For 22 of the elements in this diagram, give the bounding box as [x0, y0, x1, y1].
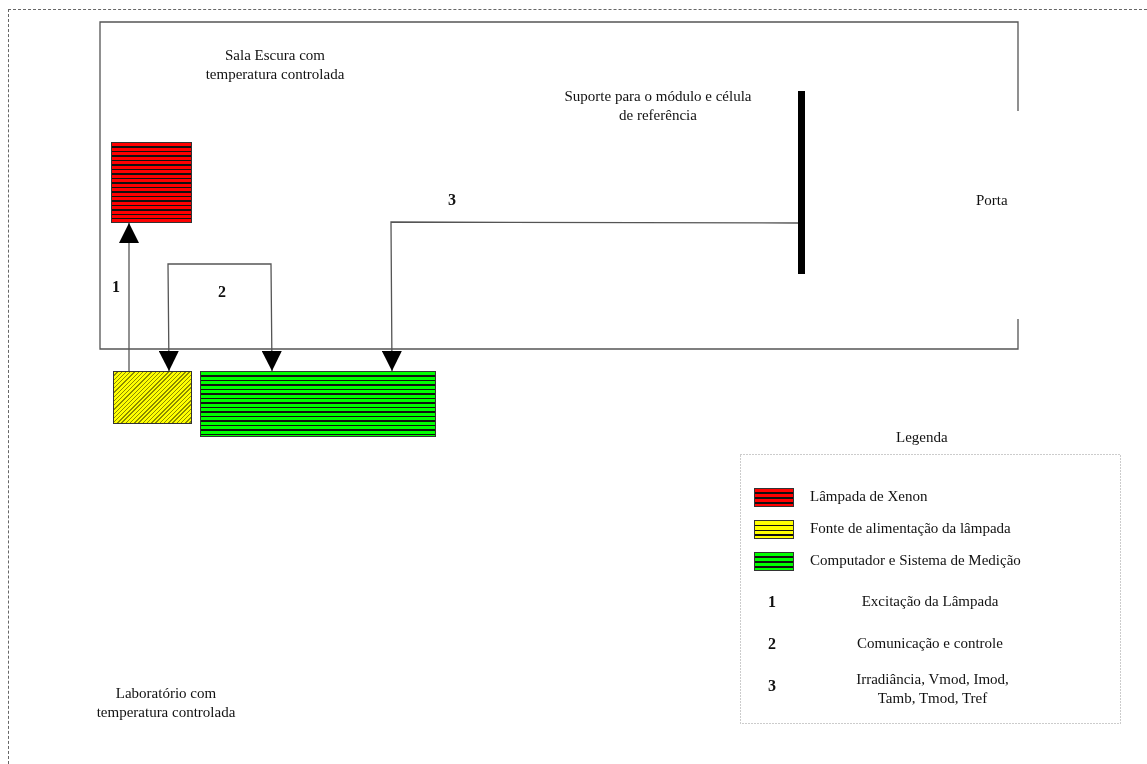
connector-arrow: [158, 263, 282, 372]
laboratory-area: [8, 9, 1147, 764]
legend-number: 1: [768, 592, 776, 611]
legend-text: Lâmpada de Xenon: [810, 487, 928, 506]
legend-text: Fonte de alimentação da lâmpada: [810, 519, 1011, 538]
connector-arrow: [119, 222, 139, 372]
support-label: Suporte para o módulo e célula de referência: [563, 87, 753, 125]
connector-arrow: [381, 221, 799, 372]
legend-text: Computador e Sistema de Medição: [810, 551, 1021, 570]
dark-room-outline: [100, 22, 1018, 349]
legend-number: 2: [768, 634, 776, 653]
legend-title: Legenda: [896, 428, 948, 447]
area-label: Sala Escura com temperatura controlada: [204, 46, 346, 84]
legend-text: Irradiância, Vmod, Imod, Tamb, Tmod, Tref: [855, 670, 1010, 708]
legend-text: Comunicação e controle: [856, 634, 1004, 653]
lamp-box: [111, 142, 192, 223]
computer-box: [200, 371, 436, 437]
door-label: Porta: [976, 191, 1008, 210]
area-label: Laboratório com temperatura controlada: [95, 684, 237, 722]
power-supply-box: [113, 371, 192, 424]
legend-number: 3: [768, 676, 776, 695]
legend-text: Excitação da Lâmpada: [860, 592, 1000, 611]
